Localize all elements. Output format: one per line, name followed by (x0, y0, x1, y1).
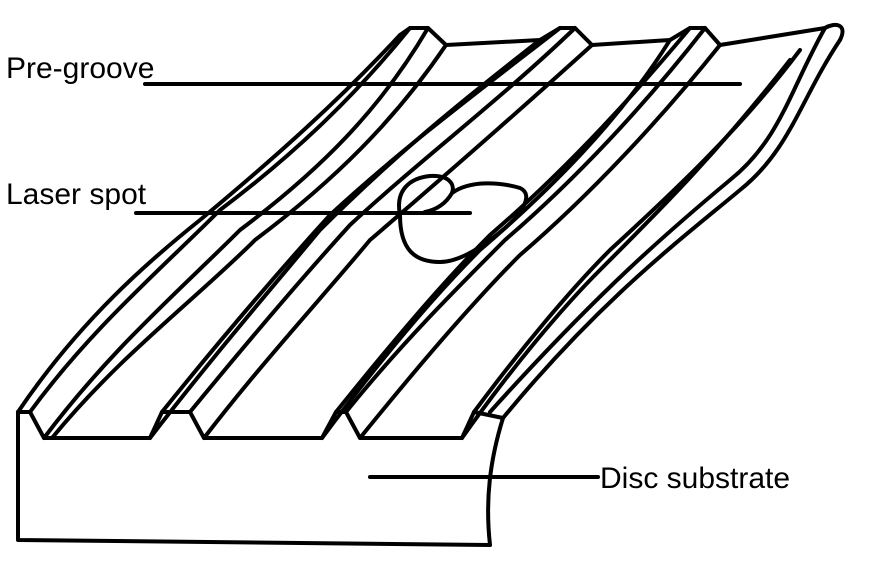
disc-back-edge (398, 22, 845, 47)
disc-right-edge (501, 38, 842, 420)
laser-spot-label: Laser spot (6, 178, 147, 211)
disc-substrate-label: Disc substrate (600, 462, 791, 495)
groove-profile (16, 410, 505, 440)
disc-left-edge (16, 33, 402, 414)
pre-groove-label: Pre-groove (6, 52, 155, 85)
disc-substrate-block (16, 410, 505, 547)
groove-ridges (28, 26, 802, 440)
